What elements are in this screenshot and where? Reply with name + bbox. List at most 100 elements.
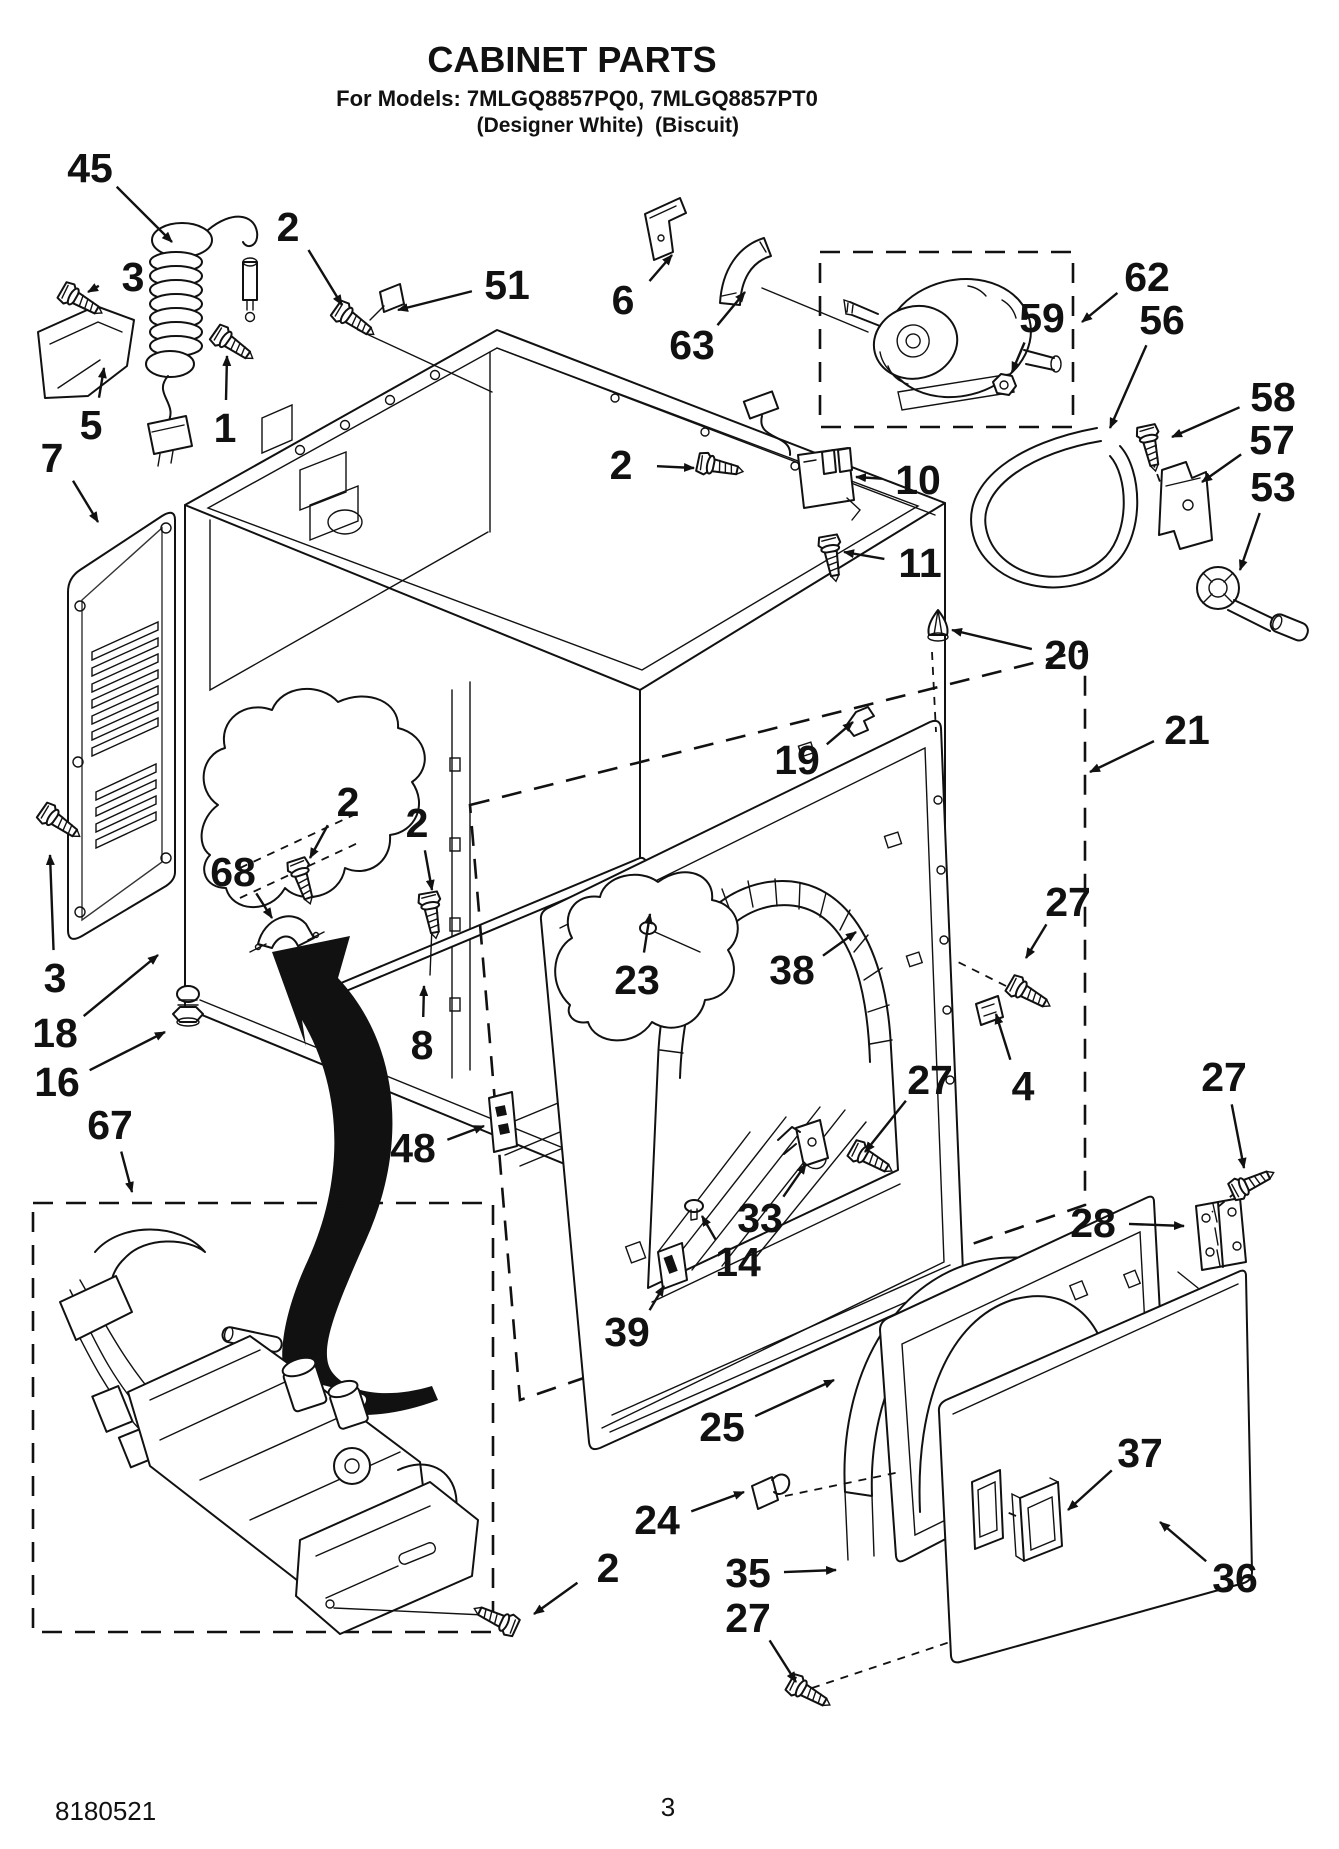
callout-27: 27 xyxy=(864,1057,953,1153)
callout-number: 14 xyxy=(715,1239,761,1285)
hex-screw xyxy=(329,299,375,336)
callout-number: 5 xyxy=(80,402,103,448)
leader-line xyxy=(811,1641,951,1689)
callout-number: 27 xyxy=(1045,879,1091,925)
callout-number: 2 xyxy=(597,1545,620,1591)
power-cord-45 xyxy=(145,215,259,467)
callout-11: 11 xyxy=(843,540,942,586)
callout-48: 48 xyxy=(390,1124,485,1171)
callout-arrow xyxy=(656,463,695,472)
callout-6: 6 xyxy=(612,254,673,323)
callout-24: 24 xyxy=(634,1490,745,1543)
callout-36: 36 xyxy=(1159,1521,1258,1601)
callout-1: 1 xyxy=(214,355,237,451)
grommet-14 xyxy=(684,1199,704,1221)
callout-number: 36 xyxy=(1212,1555,1258,1601)
callout-7: 7 xyxy=(41,435,100,523)
callout-20: 20 xyxy=(951,627,1090,678)
callout-51: 51 xyxy=(397,262,530,312)
callout-number: 51 xyxy=(484,262,530,308)
clip-19 xyxy=(845,706,875,737)
callout-arrow xyxy=(716,291,746,326)
vent-louvers xyxy=(91,620,159,850)
callout-arrow xyxy=(1201,453,1242,483)
callout-arrow xyxy=(1024,923,1048,959)
document-number: 8180521 xyxy=(55,1796,156,1826)
callout-3: 3 xyxy=(87,254,144,300)
callout-21: 21 xyxy=(1089,707,1210,774)
burner-dashed-box xyxy=(31,1201,495,1634)
callout-arrow xyxy=(255,892,274,919)
callout-number: 33 xyxy=(737,1195,783,1241)
callout-number: 58 xyxy=(1250,374,1296,420)
callout-57: 57 xyxy=(1201,417,1295,483)
leader-line xyxy=(931,651,937,733)
callout-arrow xyxy=(71,480,100,523)
callout-arrow xyxy=(397,290,473,312)
callout-number: 21 xyxy=(1164,707,1210,753)
callout-number: 27 xyxy=(907,1057,953,1103)
cone-clip-20 xyxy=(927,609,949,642)
motor-assembly-62 xyxy=(818,250,1075,429)
callout-arrow xyxy=(45,854,55,951)
callout-number: 3 xyxy=(44,955,67,1001)
idler-pulley-53 xyxy=(1196,566,1309,642)
callout-arrow xyxy=(82,954,159,1018)
callout-arrow xyxy=(855,473,883,483)
callout-number: 7 xyxy=(41,435,64,481)
door-switch-10 xyxy=(742,390,861,521)
callout-arrow xyxy=(419,985,429,1018)
motor-dashed-box xyxy=(818,250,1075,429)
callout-27: 27 xyxy=(725,1595,798,1683)
callout-58: 58 xyxy=(1171,374,1296,439)
callout-number: 6 xyxy=(612,277,635,323)
callout-2: 2 xyxy=(610,442,695,488)
front-panel-dashed-box-21 xyxy=(468,648,1087,1402)
callout-arrow xyxy=(308,824,329,859)
leader-line xyxy=(1211,1191,1237,1213)
callout-number: 20 xyxy=(1044,632,1090,678)
page-title: CABINET PARTS xyxy=(427,39,716,80)
callout-number: 2 xyxy=(337,779,360,825)
callout-63: 63 xyxy=(669,291,746,368)
callout-18: 18 xyxy=(32,954,159,1056)
callout-number: 48 xyxy=(390,1125,436,1171)
hex-screw xyxy=(1227,1170,1275,1202)
callout-number: 4 xyxy=(1012,1063,1035,1109)
callout-arrow xyxy=(648,1285,666,1311)
callout-arrow xyxy=(843,549,885,561)
callout-number: 8 xyxy=(411,1022,434,1068)
leveling-foot-16 xyxy=(172,985,204,1027)
rear-panel-7 xyxy=(67,511,176,940)
callout-number: 1 xyxy=(214,405,237,451)
callout-67: 67 xyxy=(87,1102,134,1193)
callout-68: 68 xyxy=(210,849,274,919)
callout-number: 28 xyxy=(1070,1200,1116,1246)
callout-number: 62 xyxy=(1124,254,1170,300)
clip-51 xyxy=(369,283,405,321)
callout-number: 56 xyxy=(1139,297,1185,343)
callout-27: 27 xyxy=(1024,879,1091,959)
burner-assembly-67 xyxy=(31,1201,507,1635)
gas-valve-coils xyxy=(281,1356,369,1430)
callout-arrow xyxy=(642,913,653,953)
callout-arrow xyxy=(120,1151,134,1193)
callout-number: 45 xyxy=(67,145,113,191)
callout-27: 27 xyxy=(1201,1054,1247,1169)
shield-plate-48 xyxy=(488,1091,518,1153)
callout-arrow xyxy=(222,355,232,401)
callout-number: 35 xyxy=(725,1550,771,1596)
bracket-6 xyxy=(644,197,687,261)
models-line: For Models: 7MLGQ8857PQ0, 7MLGQ8857PT0 xyxy=(336,86,818,111)
callout-5: 5 xyxy=(80,367,107,448)
hex-screw xyxy=(1004,974,1051,1008)
callout-37: 37 xyxy=(1067,1430,1163,1511)
callout-arrow xyxy=(423,850,435,891)
callout-2: 2 xyxy=(533,1545,620,1615)
callout-33: 33 xyxy=(737,1163,807,1241)
callout-number: 2 xyxy=(610,442,633,488)
hex-screw xyxy=(817,533,842,583)
finish-primary: (Designer White) xyxy=(477,114,644,137)
